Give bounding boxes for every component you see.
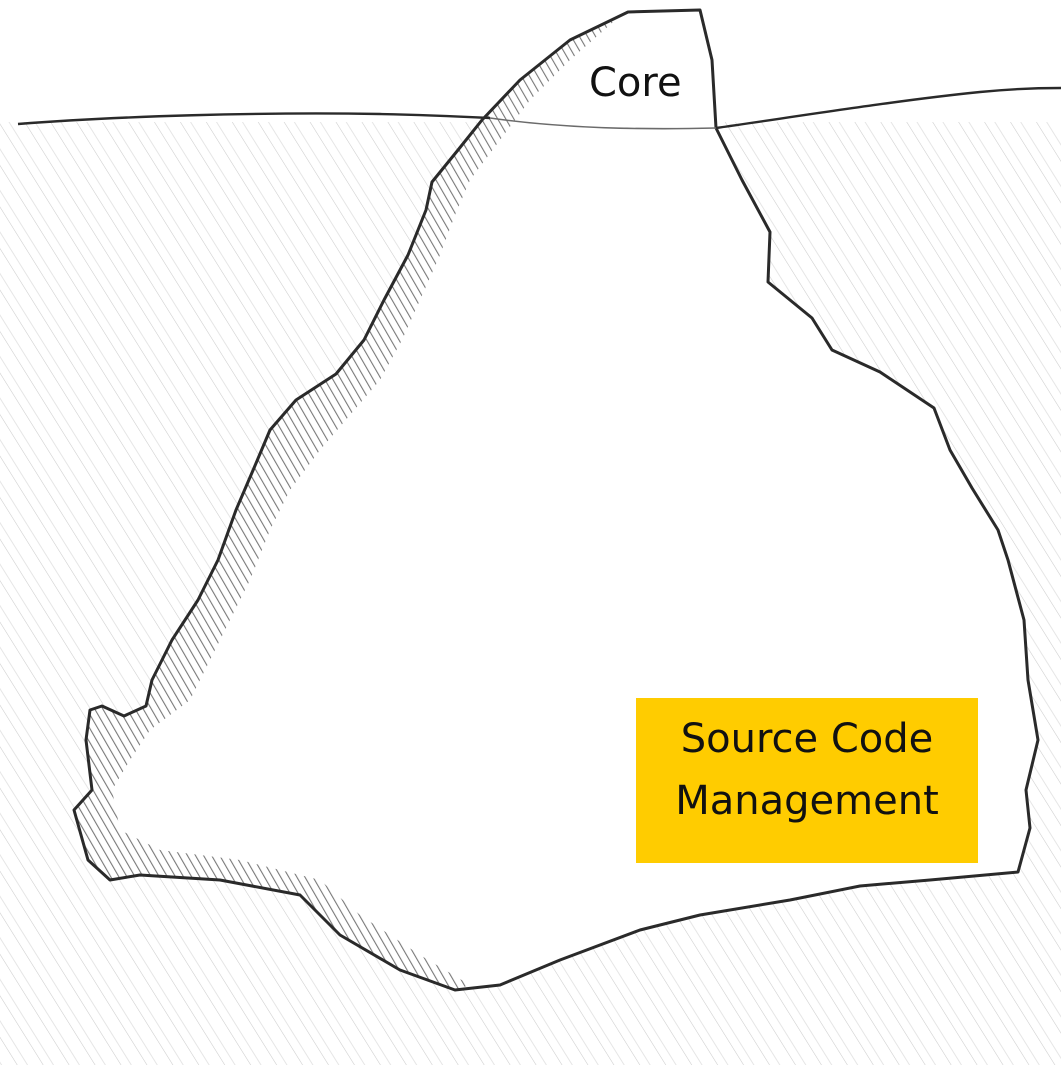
source-code-management-label-box: Source Code Management <box>636 698 978 863</box>
waterline-left <box>17 112 491 126</box>
iceberg-outline <box>72 8 1040 992</box>
core-label: Core <box>589 60 682 106</box>
label-line-2: Management <box>675 778 939 824</box>
waterline-through-iceberg <box>489 117 717 130</box>
waterline-right <box>715 86 1061 130</box>
label-line-1: Source Code <box>680 716 934 762</box>
